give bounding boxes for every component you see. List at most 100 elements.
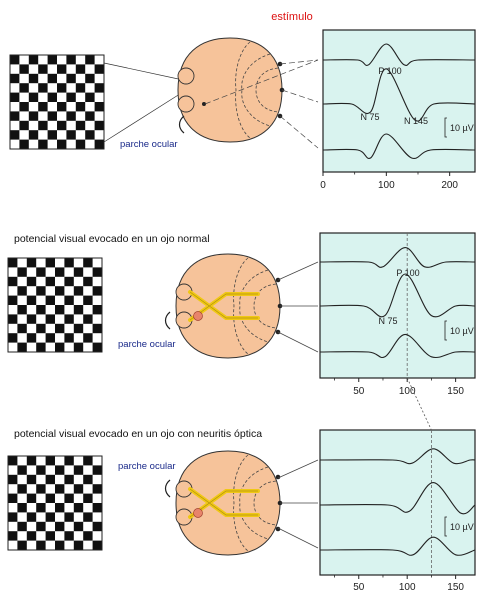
- checker-cell: [17, 286, 27, 296]
- checker-cell: [45, 531, 55, 541]
- checker-cell: [92, 305, 102, 315]
- checker-cell: [83, 493, 93, 503]
- checker-cell: [45, 258, 55, 268]
- checker-cell: [92, 465, 102, 475]
- eye-patch-shape-2: [164, 311, 171, 330]
- checker-cell: [92, 286, 102, 296]
- panel-2-caption: potencial visual evocado en un ojo norma…: [14, 233, 210, 245]
- checker-cell: [64, 276, 74, 287]
- checker-cell: [92, 342, 102, 352]
- checker-cell: [85, 73, 95, 84]
- eye-patch-label-1: parche ocular: [120, 139, 178, 150]
- checker-cell: [64, 295, 74, 305]
- checker-cell: [28, 73, 39, 84]
- eye-patch-shape-1: [178, 115, 185, 134]
- checker-cell: [36, 484, 46, 494]
- checker-cell: [64, 333, 74, 343]
- checker-cell: [17, 465, 27, 475]
- checker-cell: [85, 130, 95, 140]
- scale-bar-3: [444, 516, 447, 537]
- checker-cell: [38, 120, 48, 131]
- checker-cell: [8, 493, 18, 503]
- checker-cell: [83, 456, 93, 466]
- checker-cell: [66, 73, 76, 84]
- checker-cell: [57, 64, 67, 74]
- electrode-lead-3a: [277, 459, 319, 479]
- peak-label-p100-2: P 100: [396, 268, 419, 278]
- checkerboard-frame-2: [7, 257, 103, 353]
- checker-cell: [17, 342, 27, 352]
- checker-cell: [10, 92, 20, 102]
- checker-cell: [26, 512, 37, 522]
- checker-cell: [73, 267, 84, 277]
- checker-cell: [94, 102, 104, 112]
- checker-cell: [45, 333, 55, 343]
- checker-cell: [45, 314, 55, 324]
- checker-cell: [47, 73, 57, 84]
- checker-cell: [66, 55, 76, 65]
- checker-cell: [73, 286, 84, 296]
- checker-cell: [92, 323, 102, 334]
- x-tick-label: 50: [353, 582, 365, 593]
- checker-cell: [8, 456, 18, 466]
- checker-cell: [8, 333, 18, 343]
- checker-cell: [55, 521, 65, 532]
- checker-cell: [8, 295, 18, 305]
- checker-cell: [45, 456, 55, 466]
- checker-cell: [47, 92, 57, 102]
- checker-cell: [75, 120, 86, 131]
- checker-cell: [28, 111, 39, 121]
- checker-cell: [26, 314, 37, 324]
- electrode-lead-1c: [279, 115, 319, 149]
- checker-cell: [26, 258, 37, 268]
- vep-trace-3: [319, 333, 476, 359]
- checker-cell: [10, 130, 20, 140]
- checker-cell: [57, 83, 67, 93]
- checker-cell: [28, 55, 39, 65]
- plot-area-1: [322, 29, 476, 173]
- vep-trace-3: [319, 536, 476, 556]
- x-tick-label: 100: [399, 386, 416, 397]
- visual-ray-bottom: [103, 91, 184, 143]
- checker-cell: [28, 130, 39, 140]
- checker-cell: [64, 314, 74, 324]
- checker-cell: [19, 120, 29, 131]
- electrode-lead-1a: [279, 59, 319, 65]
- checker-cell: [45, 295, 55, 305]
- x-tick-label: 0: [320, 180, 326, 191]
- checker-cell: [26, 456, 37, 466]
- checker-cell: [8, 258, 18, 268]
- checker-cell: [36, 540, 46, 550]
- checker-cell: [55, 465, 65, 475]
- checker-cell: [73, 465, 84, 475]
- checker-cell: [55, 286, 65, 296]
- checker-cell: [17, 305, 27, 315]
- checker-cell: [28, 92, 39, 102]
- checker-cell: [8, 512, 18, 522]
- checker-cell: [55, 484, 65, 494]
- visual-ray-top: [103, 62, 184, 81]
- checker-cell: [55, 323, 65, 334]
- checker-cell: [36, 267, 46, 277]
- checker-cell: [19, 102, 29, 112]
- checker-cell: [83, 474, 93, 485]
- checkerboard-stimulus-3: [8, 456, 102, 550]
- scale-bar-1: [444, 117, 447, 138]
- checker-cell: [17, 323, 27, 334]
- checker-cell: [10, 55, 20, 65]
- checker-cell: [45, 276, 55, 287]
- checker-cell: [8, 314, 18, 324]
- checker-cell: [26, 493, 37, 503]
- checker-cell: [19, 64, 29, 74]
- checker-cell: [64, 493, 74, 503]
- eye-patch-label-3: parche ocular: [118, 461, 176, 472]
- eye-patch-shape-3: [164, 479, 171, 498]
- checker-cell: [57, 120, 67, 131]
- checker-cell: [36, 465, 46, 475]
- checker-cell: [94, 139, 104, 149]
- x-tick-label: 50: [353, 386, 365, 397]
